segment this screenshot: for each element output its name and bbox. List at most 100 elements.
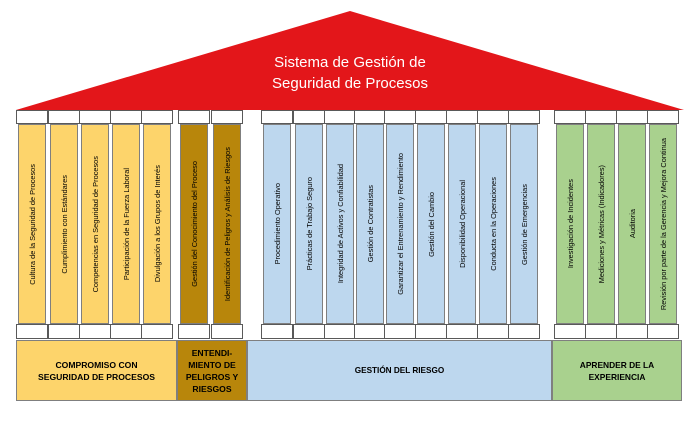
pillar-capital (16, 110, 48, 124)
pillar-plinth (48, 324, 80, 339)
pillar: Gestión de Contratistas (356, 124, 384, 324)
pillar-plinth (384, 324, 416, 339)
pillar: Gestión del Conocimiento del Proceso (180, 124, 208, 324)
pillar-plinth (324, 324, 356, 339)
pillar-plinth (178, 324, 210, 339)
pillar-label: Revisión por parte de la Gerencia y Mejo… (658, 137, 668, 311)
pillar: Revisión por parte de la Gerencia y Mejo… (649, 124, 677, 324)
pillar: Cultura de la Seguridad de Procesos (18, 124, 46, 324)
pillar-label: Identificación de Peligros y Análisis de… (222, 146, 232, 302)
pillar: Procedimiento Operativo (263, 124, 291, 324)
diagram-title-line-2: Seguridad de Procesos (272, 75, 428, 92)
pillar: Gestión del Cambio (417, 124, 445, 324)
pillar-plinth (79, 324, 111, 339)
pillar-capital (647, 110, 679, 124)
pillar-label: Competencias en Seguridad de Procesos (90, 155, 100, 293)
pillar-label: Disponibilidad Operacional (457, 180, 467, 268)
pillar-label: Participación de la Fuerza Laboral (121, 167, 131, 281)
pillar-label: Investigación de Incidentes (565, 179, 575, 269)
pillar-capital (324, 110, 356, 124)
pillar-plinth (211, 324, 243, 339)
pillar: Cumplimiento con Estándares (50, 124, 78, 324)
pillar-label: Auditoria (627, 209, 637, 239)
pillar: Conducta en la Operaciones (479, 124, 507, 324)
pillar: Auditoria (618, 124, 646, 324)
pillar: Mediciones y Métricas (Indicadores) (587, 124, 615, 324)
pillar-label: Divulgación a los Grupos de Interés (152, 165, 162, 283)
pillar-plinth (554, 324, 586, 339)
pillar-label: Prácticas de Trabajo Seguro (304, 177, 314, 271)
foundation-label-line: APRENDER DE LA (579, 359, 655, 370)
pillar-capital (384, 110, 416, 124)
pillar-plinth (141, 324, 173, 339)
foundation-label: GESTIÓN DEL RIESGO (355, 365, 444, 377)
pillar-plinth (477, 324, 509, 339)
foundation-label-line: GESTIÓN DEL RIESGO (354, 365, 445, 375)
pillar-plinth (354, 324, 386, 339)
pillar-plinth (508, 324, 540, 339)
pillar: Disponibilidad Operacional (448, 124, 476, 324)
foundation-label-line: ENTENDI- (191, 347, 233, 358)
roof-triangle (16, 11, 684, 110)
pillar: Integridad de Activos y Confiabilidad (326, 124, 354, 324)
foundation-label-line: PELIGROS Y (185, 371, 239, 382)
pillar-capital (211, 110, 243, 124)
pillar-label: Conducta en la Operaciones (488, 177, 498, 271)
pillar-plinth (16, 324, 48, 339)
pillar: Prácticas de Trabajo Seguro (295, 124, 323, 324)
pillar-plinth (647, 324, 679, 339)
pillar: Participación de la Fuerza Laboral (112, 124, 140, 324)
pillar-plinth (293, 324, 325, 339)
pillar: Gestión de Emergencias (510, 124, 538, 324)
pillar-label: Gestión del Cambio (426, 191, 436, 257)
pillar-plinth (415, 324, 447, 339)
pillar-capital (48, 110, 80, 124)
pillar-plinth (110, 324, 142, 339)
pillar: Investigación de Incidentes (556, 124, 584, 324)
pillar-capital (79, 110, 111, 124)
pillar-label: Gestión de Emergencias (519, 183, 529, 265)
pillar-plinth (261, 324, 293, 339)
pillar-plinth (585, 324, 617, 339)
pillar: Competencias en Seguridad de Procesos (81, 124, 109, 324)
pillar-capital (293, 110, 325, 124)
foundation-label-line: SEGURIDAD DE PROCESOS (38, 371, 155, 382)
pillar-label: Cultura de la Seguridad de Procesos (27, 163, 37, 285)
pillar: Identificación de Peligros y Análisis de… (213, 124, 241, 324)
pillar-label: Integridad de Activos y Confiabilidad (335, 164, 345, 284)
foundation-label-line: MIENTO DE (188, 359, 236, 370)
foundation-block: GESTIÓN DEL RIESGO (247, 340, 552, 401)
pillar-capital (415, 110, 447, 124)
pillar-capital (141, 110, 173, 124)
pillar-capital (554, 110, 586, 124)
pillar-capital (354, 110, 386, 124)
foundation-label-line: COMPROMISO CON (55, 359, 138, 370)
pillar-capital (178, 110, 210, 124)
diagram-title: Sistema de Gestión de Seguridad de Proce… (200, 52, 500, 94)
foundation-label-line: RIESGOS (192, 383, 232, 394)
pillar-capital (477, 110, 509, 124)
pillar-capital (261, 110, 293, 124)
pillar-capital (585, 110, 617, 124)
diagram-title-line-1: Sistema de Gestión de (274, 54, 426, 71)
pillar-capital (508, 110, 540, 124)
pillar-label: Cumplimiento con Estándares (59, 174, 69, 274)
foundation-label-line: EXPERIENCIA (588, 371, 646, 382)
pillar: Garantizar el Entrenamiento y Rendimient… (386, 124, 414, 324)
pillar-label: Gestión del Conocimiento del Proceso (189, 161, 199, 287)
pillar-label: Procedimiento Operativo (272, 183, 282, 265)
pillar: Divulgación a los Grupos de Interés (143, 124, 171, 324)
pillar-capital (446, 110, 478, 124)
pillar-plinth (446, 324, 478, 339)
pillar-capital (110, 110, 142, 124)
pillar-label: Garantizar el Entrenamiento y Rendimient… (395, 153, 405, 295)
pillar-label: Gestión de Contratistas (365, 185, 375, 263)
